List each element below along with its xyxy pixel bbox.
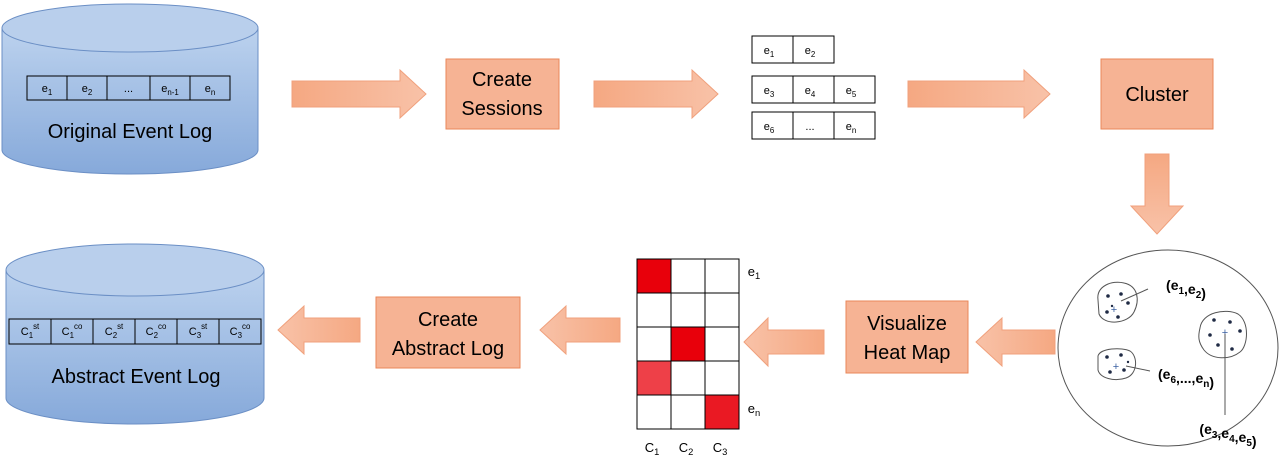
session-cell-label: e1 [764, 45, 775, 59]
abstract-log-cell-label: C3st [189, 322, 208, 340]
original-log-cell-label: en-1 [161, 83, 179, 97]
heatmap-cell [670, 360, 706, 396]
create-sessions-step: Create Sessions [445, 58, 560, 130]
session-cell-label: en [846, 121, 857, 135]
heatmap-cell [636, 258, 672, 294]
heatmap-cell [704, 292, 740, 328]
cluster-label: Cluster [1125, 84, 1189, 106]
arrow-to-visualize [975, 316, 1056, 368]
abstract-log-cell-label: C1co [62, 322, 83, 340]
session-cell [751, 35, 794, 64]
heatmap-cell [636, 292, 672, 328]
session-cell-label: e4 [805, 85, 816, 99]
cluster-3-blob [1198, 310, 1247, 359]
create-abstract-line-1: Create [418, 309, 478, 331]
session-cell-label: e6 [764, 121, 775, 135]
original-log-cell-label: e1 [42, 83, 53, 97]
heatmap-cell [670, 258, 706, 294]
cluster-1-points [1105, 292, 1130, 319]
heatmap-column-label: C2 [679, 440, 694, 457]
create-abstract-log-step: Create Abstract Log [375, 296, 521, 369]
abstract-log-title: Abstract Event Log [52, 366, 221, 388]
session-cell [751, 75, 794, 104]
arrow-to-heatmap [743, 316, 825, 368]
session-cell [751, 111, 794, 140]
heatmap-column-label: C3 [713, 440, 728, 457]
abstract-event-log-cylinder: C1st C1co C2st C2co C3st C3co Abstract Event … [5, 243, 265, 425]
heatmap-cell [704, 394, 740, 430]
visualize-line-2: Heat Map [864, 342, 951, 364]
heatmap-row-label: en [748, 401, 760, 418]
abstract-log-cell [218, 318, 262, 345]
heatmap-column-label: C1 [645, 440, 660, 457]
session-cell [792, 35, 835, 64]
arrow-to-cluster [907, 68, 1051, 120]
session-cell [833, 75, 876, 104]
heatmap-cell [636, 360, 672, 396]
heatmap-cell [670, 292, 706, 328]
cluster-2-leader [1125, 365, 1151, 372]
original-log-sequence: e1 e2... en-1 en [26, 75, 231, 101]
visualize-heatmap-step: Visualize Heat Map [845, 300, 969, 374]
original-log-cell-label: e2 [82, 83, 93, 97]
create-sessions-line-2: Sessions [461, 98, 542, 120]
arrow-to-sessions [593, 68, 719, 120]
session-cell-label: e3 [764, 85, 775, 99]
original-log-cell-label: en [205, 83, 216, 97]
create-abstract-line-2: Abstract Log [392, 338, 504, 360]
cluster-2-points [1105, 353, 1130, 374]
session-cell-label: e5 [846, 85, 857, 99]
heatmap-cell [704, 360, 740, 396]
arrow-to-create-abstract-log [539, 304, 621, 356]
abstract-log-sequence: C1st C1co C2st C2co C3st C3co [8, 318, 262, 345]
heatmap-row-label: e1 [748, 264, 760, 281]
sessions-group: e1 e2 e3 e4 e5 e6... en [751, 35, 876, 140]
cluster-label-2: (e6,...,en) [1158, 366, 1214, 390]
cluster-1-centroid: + [1111, 304, 1117, 316]
session-cell [792, 75, 835, 104]
heatmap-cell [704, 258, 740, 294]
heatmap-cell [704, 326, 740, 362]
abstract-log-cell-label: C3co [230, 322, 251, 340]
create-sessions-line-1: Create [472, 69, 532, 91]
heatmap-cell [670, 394, 706, 430]
arrow-to-abstract-event-log [277, 304, 361, 356]
session-cell [833, 111, 876, 140]
original-log-cell-label: ... [124, 83, 133, 95]
abstract-log-cell-label: C2co [146, 322, 167, 340]
heatmap-cell [636, 394, 672, 430]
cluster-space: + + + (e1,e2) (e6,...,en) (e3,e4,e5) [1057, 249, 1279, 449]
cluster-3-points [1208, 318, 1242, 351]
abstract-log-cell-label: C1st [21, 322, 40, 340]
visualize-line-1: Visualize [867, 313, 947, 335]
arrow-to-create-sessions [291, 68, 427, 120]
cluster-label-3: (e3,e4,e5) [1199, 421, 1256, 449]
heatmap-cell [670, 326, 706, 362]
cluster-2-centroid: + [1113, 361, 1119, 373]
cluster-step: Cluster [1100, 58, 1214, 130]
arrow-down-to-clusters [1129, 153, 1185, 235]
cluster-3-centroid: + [1222, 327, 1228, 339]
session-cell-label: ... [805, 121, 814, 133]
original-log-cell [189, 75, 231, 101]
cluster-1-leader [1120, 288, 1149, 302]
cluster-label-1: (e1,e2) [1166, 277, 1206, 301]
abstract-log-cell-label: C2st [105, 322, 124, 340]
session-cell-label: e2 [805, 45, 816, 59]
cluster-labels: (e1,e2) (e6,...,en) (e3,e4,e5) [1158, 277, 1257, 449]
heat-map: C1 C2 C3 e1 en [636, 258, 760, 457]
original-log-title: Original Event Log [48, 121, 213, 143]
original-event-log-cylinder: e1 e2... en-1 en Original Event Log [1, 3, 259, 175]
heatmap-cell [636, 326, 672, 362]
